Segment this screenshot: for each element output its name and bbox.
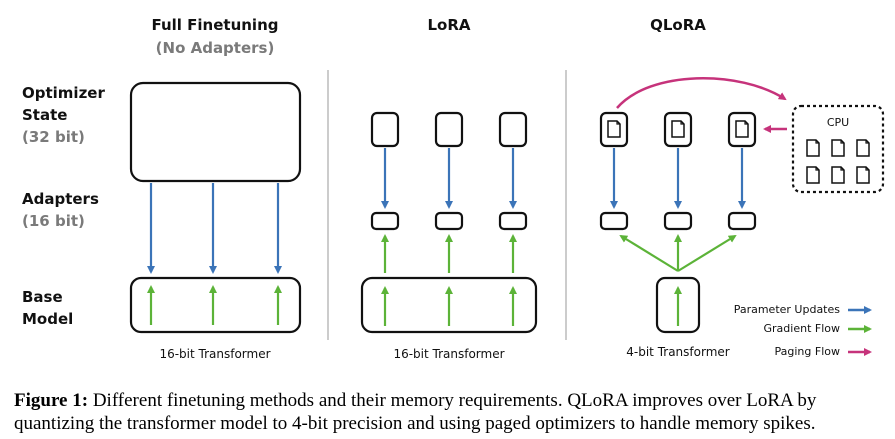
caption-label: Figure 1: [14, 390, 89, 411]
adapters-label: Adapters (16 bit) [22, 190, 99, 230]
optimizer-state-box [370, 111, 400, 148]
gradient-arrow [619, 234, 679, 272]
adapter-box [370, 211, 400, 231]
optimizer-state-box [434, 111, 464, 148]
figure-caption: Figure 1: Different finetuning methods a… [14, 389, 886, 435]
full-base-model-box [129, 276, 302, 334]
full-gradient-arrows [147, 285, 282, 325]
page-icon [806, 139, 820, 157]
page-icon [806, 166, 820, 184]
page-icon [735, 120, 749, 138]
full-finetuning-subtitle: (No Adapters) [155, 39, 275, 57]
adapter-box [599, 211, 629, 231]
adapter-box [727, 211, 757, 231]
lora-optimizer-boxes [370, 111, 528, 148]
page-icon [856, 139, 870, 157]
qlora-param-update-arrows [610, 148, 746, 209]
qlora-adapter-boxes [599, 211, 757, 231]
legend-param-updates: Parameter Updates [733, 303, 840, 316]
qlora-gradient-arrows [619, 234, 737, 326]
lora-param-update-arrows [381, 148, 517, 209]
qlora-footer: 4-bit Transformer [626, 345, 730, 359]
finetuning-diagram: CPU [129, 70, 885, 356]
lora-footer: 16-bit Transformer [393, 347, 505, 361]
full-finetuning-title: Full Finetuning [151, 16, 279, 34]
optimizer-state-label: Optimizer State (32 bit) [22, 84, 105, 146]
full-param-update-arrows [147, 183, 282, 274]
qlora-title: QLoRA [650, 16, 706, 34]
page-icon [831, 139, 845, 157]
base-model-label: Base Model [22, 288, 74, 328]
adapter-box [663, 211, 693, 231]
lora-adapter-boxes [370, 211, 528, 231]
legend-paging-flow: Paging Flow [774, 345, 840, 358]
page-icon [671, 120, 685, 138]
cpu-label: CPU [827, 116, 849, 129]
optimizer-state-box [498, 111, 528, 148]
caption-text: Different finetuning methods and their m… [14, 390, 817, 434]
paging-arrow-to-cpu [616, 77, 787, 109]
page-icon [856, 166, 870, 184]
adapter-box [434, 211, 464, 231]
adapter-box [498, 211, 528, 231]
gradient-arrow [677, 234, 737, 272]
legend-gradient-flow: Gradient Flow [763, 322, 840, 335]
page-icon [607, 120, 621, 138]
lora-title: LoRA [427, 16, 471, 34]
full-footer: 16-bit Transformer [159, 347, 271, 361]
lora-gradient-arrows [381, 234, 517, 326]
full-optimizer-box [129, 81, 302, 183]
page-icon [831, 166, 845, 184]
